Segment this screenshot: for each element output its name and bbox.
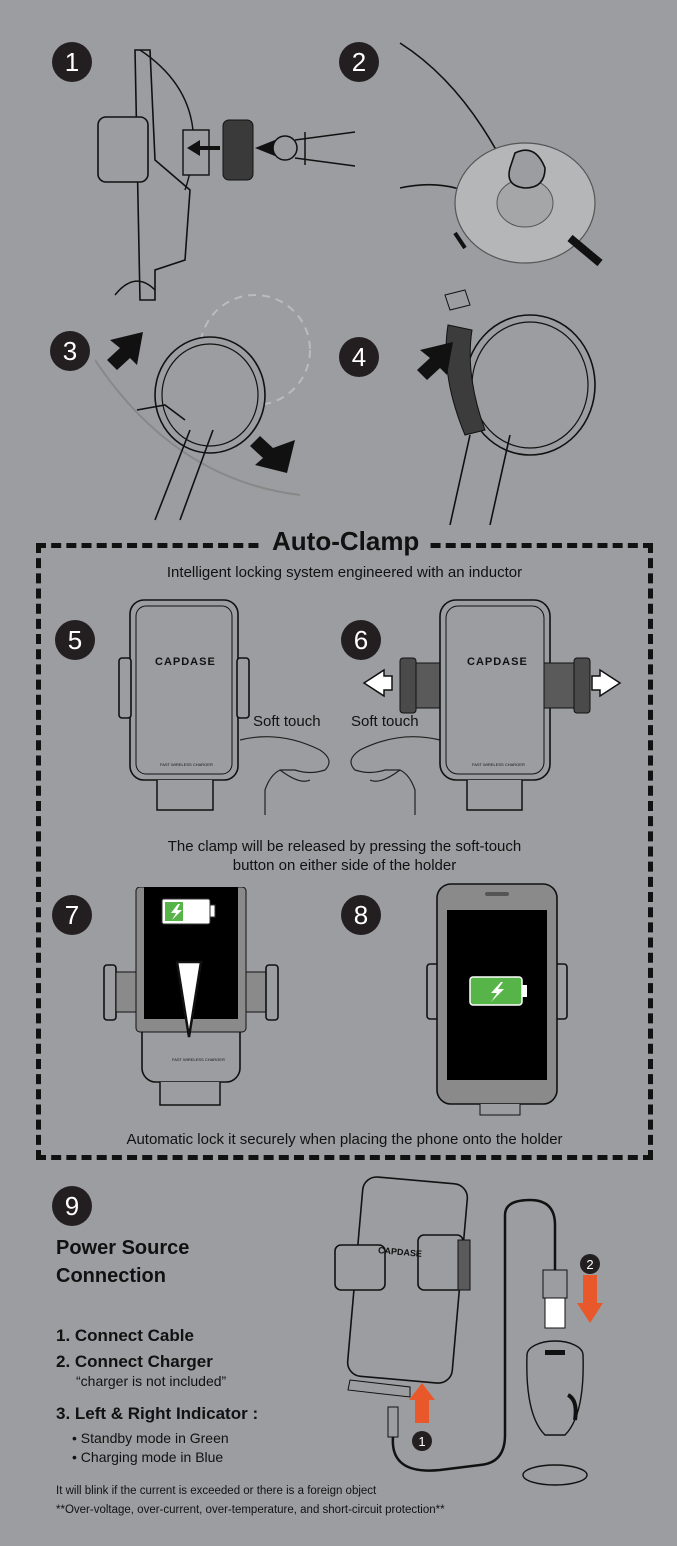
release-caption-line2: button on either side of the holder	[232, 857, 457, 874]
step-3-badge: 3	[50, 331, 90, 371]
charger-label-7: FAST WIRELESS CHARGER	[172, 1057, 225, 1062]
charger-not-included-note: “charger is not included”	[76, 1373, 227, 1389]
step-8-badge: 8	[341, 895, 381, 935]
protection-note: **Over-voltage, over-current, over-tempe…	[56, 1504, 445, 1516]
brand-logo-5: CAPDASE	[155, 656, 216, 668]
charger-label-5: FAST WIRELESS CHARGER	[160, 762, 213, 767]
step-2-badge: 2	[339, 42, 379, 82]
soft-touch-label-left: Soft touch	[253, 713, 321, 730]
lock-lever-illustration	[417, 289, 596, 526]
soft-touch-label-right: Soft touch	[351, 713, 419, 730]
finger-press-left	[240, 736, 330, 815]
auto-clamp-title: Auto-Clamp	[262, 526, 430, 557]
attach-window-illustration	[95, 294, 311, 521]
blink-warning-note: It will blink if the current is exceeded…	[56, 1485, 377, 1497]
standby-mode-bullet: • Standby mode in Green	[72, 1430, 229, 1446]
holder-closed-illustration	[118, 599, 250, 811]
charger-marker-2: 2	[580, 1254, 600, 1274]
power-title-line1: Power Source	[56, 1237, 190, 1259]
power-connection-illustration	[334, 1176, 603, 1486]
step-indicator: 3. Left & Right Indicator :	[56, 1404, 259, 1423]
mount-assembly-illustration	[97, 49, 356, 301]
step-4-badge: 4	[339, 337, 379, 377]
holder-open-illustration	[362, 599, 622, 811]
finger-press-right	[350, 736, 440, 815]
brand-logo-6: CAPDASE	[467, 656, 528, 668]
step-5-badge: 5	[55, 620, 95, 660]
auto-clamp-subtitle: Intelligent locking system engineered wi…	[166, 564, 523, 581]
step-9-badge: 9	[52, 1186, 92, 1226]
charging-mode-bullet: • Charging mode in Blue	[72, 1449, 224, 1465]
power-title-line2: Connection	[56, 1265, 166, 1287]
phone-mounted-illustration	[426, 883, 568, 1116]
auto-lock-caption: Automatic lock it securely when placing …	[126, 1131, 563, 1148]
suction-press-illustration	[399, 42, 603, 267]
step-7-badge: 7	[52, 895, 92, 935]
cable-marker-1: 1	[412, 1431, 432, 1451]
step-connect-charger: 2. Connect Charger	[56, 1352, 213, 1371]
step-6-badge: 6	[341, 620, 381, 660]
charger-label-6: FAST WIRELESS CHARGER	[472, 762, 525, 767]
step-1-badge: 1	[52, 42, 92, 82]
phone-insert-illustration	[103, 887, 279, 1106]
release-caption-line1: The clamp will be released by pressing t…	[167, 838, 522, 855]
step-connect-cable: 1. Connect Cable	[56, 1326, 194, 1345]
